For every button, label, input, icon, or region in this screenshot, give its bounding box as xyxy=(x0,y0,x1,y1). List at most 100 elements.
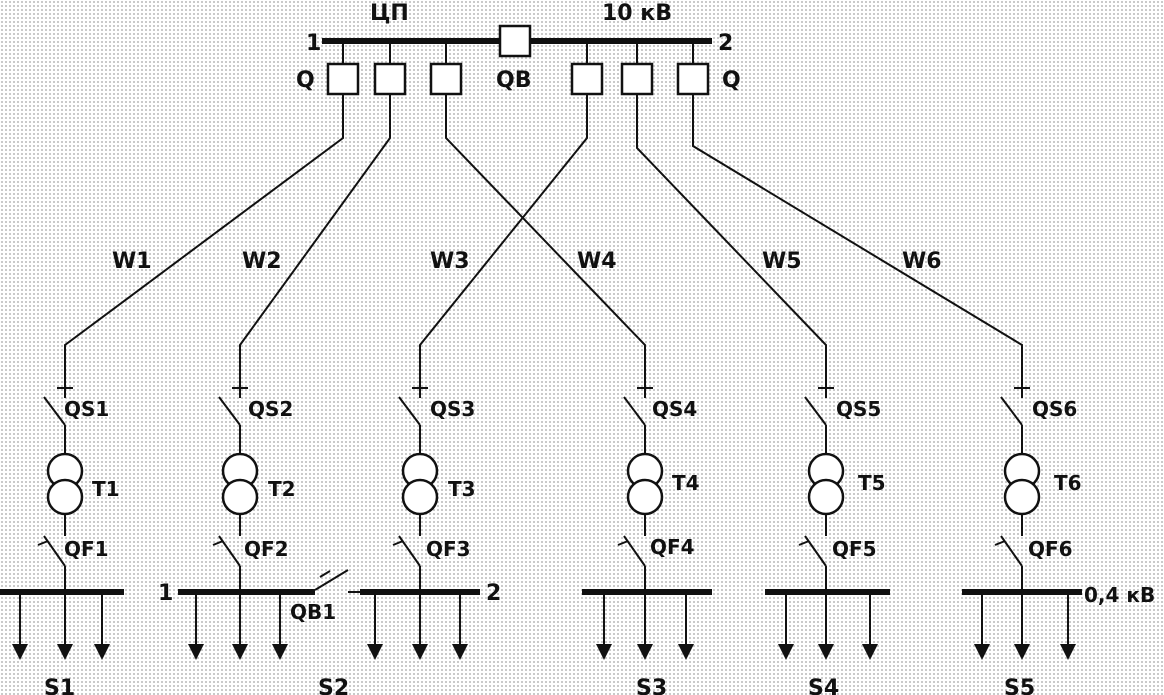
label-t2: T2 xyxy=(268,477,296,501)
label-qs5: QS5 xyxy=(836,397,881,421)
feeder-1: QS1 T1 QF1 xyxy=(37,387,120,592)
line-w3-path xyxy=(445,94,646,388)
load-arrow xyxy=(93,593,111,661)
s2-bus-1-label: 1 xyxy=(158,581,173,606)
bus-tie-breaker xyxy=(498,24,532,58)
label-qf3: QF3 xyxy=(426,537,471,561)
substation-s3: S3 xyxy=(582,589,712,695)
line-w1 xyxy=(64,94,344,388)
breaker-q-w6 xyxy=(676,62,710,96)
line-w4-path xyxy=(419,94,588,388)
transformer-t5-winding-lv xyxy=(807,478,845,516)
disconnector-qs6 xyxy=(1000,396,1023,426)
line-label-w4: W4 xyxy=(577,249,617,274)
load-arrow xyxy=(1059,593,1077,661)
feeder-4: QS4 T4 QF4 xyxy=(617,387,700,592)
label-qs2: QS2 xyxy=(248,397,293,421)
bus-section-2-label: 2 xyxy=(718,31,733,56)
label-qf5: QF5 xyxy=(832,537,877,561)
feeder-2: QS2 T2 QF2 xyxy=(212,387,296,592)
breaker-q-w1 xyxy=(326,62,360,96)
breaker-right-label: Q xyxy=(722,68,741,93)
transformer-t1-winding-lv xyxy=(46,478,84,516)
load-arrow xyxy=(636,593,654,661)
load-arrow xyxy=(1013,593,1031,661)
label-t1: T1 xyxy=(92,477,120,501)
line-label-w6: W6 xyxy=(902,249,942,274)
line-w6 xyxy=(692,94,1023,388)
disconnector-qs5 xyxy=(804,396,827,426)
load-arrow xyxy=(595,593,613,661)
load-arrow xyxy=(817,593,835,661)
tie-breaker-qb1 xyxy=(314,569,349,591)
label-t4: T4 xyxy=(672,471,700,495)
label-t3: T3 xyxy=(448,477,476,501)
load-arrow xyxy=(271,593,289,661)
load-arrow xyxy=(677,593,695,661)
substation-label-s5: S5 xyxy=(1004,676,1035,695)
bus-tie-label: QB xyxy=(496,68,531,93)
label-qs6: QS6 xyxy=(1032,397,1077,421)
load-arrow xyxy=(777,593,795,661)
label-qf6: QF6 xyxy=(1028,537,1073,561)
breaker-q-w3 xyxy=(429,62,463,96)
substation-name: ЦП xyxy=(370,1,409,26)
main-substation: 1 2 ЦП 10 кВ Q QB Q xyxy=(296,1,741,96)
load-arrow xyxy=(56,593,74,661)
substation-s4: S4 xyxy=(765,589,890,695)
breaker-q-w5 xyxy=(620,62,654,96)
breaker-q-w4 xyxy=(570,62,604,96)
load-arrow xyxy=(973,593,991,661)
label-qf4: QF4 xyxy=(650,535,695,559)
load-arrow xyxy=(187,593,205,661)
label-qf2: QF2 xyxy=(244,537,289,561)
disconnector-qs1 xyxy=(43,396,66,426)
feeder-lines: W1 W2 W3 W4 W5 W6 xyxy=(64,94,1023,388)
substation-label-s2: S2 xyxy=(318,676,349,695)
transformer-t6-winding-lv xyxy=(1003,478,1041,516)
substation-label-s1: S1 xyxy=(44,676,75,695)
label-qs3: QS3 xyxy=(430,397,475,421)
transformer-t4-winding-lv xyxy=(626,478,664,516)
line-label-w5: W5 xyxy=(762,249,802,274)
low-voltage-label: 0,4 кВ xyxy=(1084,583,1155,607)
feeder-5: QS5 T5 QF5 xyxy=(798,387,886,592)
label-qb1: QB1 xyxy=(290,600,336,624)
line-label-w1: W1 xyxy=(112,249,152,274)
breaker-q-w2 xyxy=(373,62,407,96)
line-label-w3: W3 xyxy=(430,249,470,274)
transformer-t3-winding-lv xyxy=(401,478,439,516)
label-qs4: QS4 xyxy=(652,397,697,421)
load-arrow xyxy=(861,593,879,661)
load-arrow xyxy=(11,593,29,661)
load-arrow xyxy=(231,593,249,661)
feeder-equipment: QS1 T1 QF1 QS2 T2 QF2 xyxy=(37,387,1082,592)
label-qs1: QS1 xyxy=(64,397,109,421)
feeder-6: QS6 T6 QF6 xyxy=(994,387,1082,592)
substation-label-s4: S4 xyxy=(808,676,839,695)
load-arrow xyxy=(366,593,384,661)
transformer-t2-winding-lv xyxy=(221,478,259,516)
line-label-w2: W2 xyxy=(242,249,282,274)
substation-s1: S1 xyxy=(0,589,124,695)
substation-voltage: 10 кВ xyxy=(602,1,672,26)
line-w5 xyxy=(636,94,827,388)
lv-substations: S1 1 2 QB1 S2 S3 xyxy=(0,569,1155,695)
line-w2 xyxy=(239,94,391,388)
label-t6: T6 xyxy=(1054,471,1082,495)
disconnector-qs4 xyxy=(623,396,646,426)
substation-s5: S5 0,4 кВ xyxy=(962,583,1155,695)
outgoing-breakers xyxy=(326,41,710,96)
feeder-3: QS3 T3 QF3 xyxy=(392,387,476,592)
label-t5: T5 xyxy=(858,471,886,495)
load-arrow xyxy=(411,593,429,661)
disconnector-qs3 xyxy=(398,396,421,426)
label-qf1: QF1 xyxy=(64,537,109,561)
disconnector-qs2 xyxy=(218,396,241,426)
substation-label-s3: S3 xyxy=(636,676,667,695)
bus-section-1-label: 1 xyxy=(306,31,321,56)
s2-bus-2-label: 2 xyxy=(486,581,501,606)
breaker-left-label: Q xyxy=(296,68,315,93)
substation-s2: 1 2 QB1 S2 xyxy=(158,569,501,695)
